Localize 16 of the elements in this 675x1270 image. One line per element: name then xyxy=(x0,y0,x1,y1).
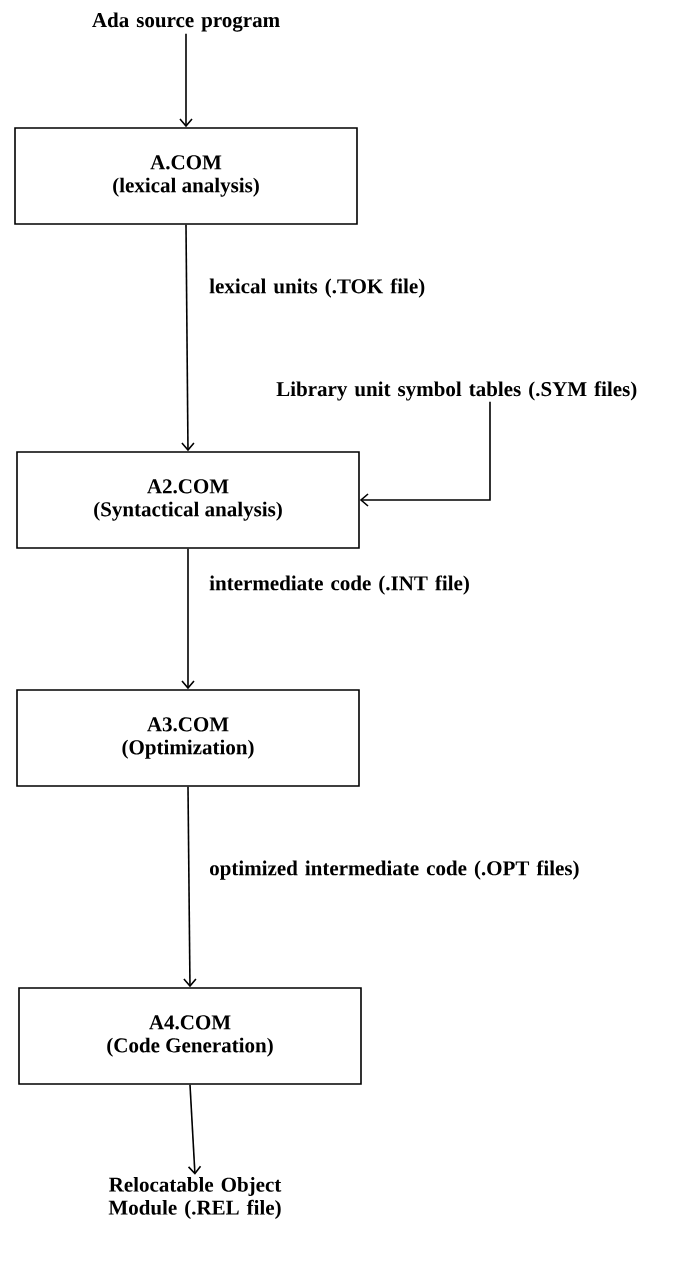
process-box: A2.COM (Syntactical analysis) xyxy=(16,451,360,549)
arrow xyxy=(183,786,197,988)
terminal-text: Ada source program xyxy=(92,12,280,32)
terminal-text: Relocatable Object Module (.REL file) xyxy=(108,1177,282,1219)
process-box: A.COM (lexical analysis) xyxy=(14,127,358,225)
arrow xyxy=(187,1084,202,1175)
arrow xyxy=(181,548,195,690)
edge-label: optimized intermediate code (.OPT files) xyxy=(210,860,579,880)
edge-label: intermediate code (.INT file) xyxy=(209,575,469,595)
arrow xyxy=(359,400,491,507)
arrow xyxy=(179,33,193,128)
process-box: A4.COM (Code Generation) xyxy=(18,987,362,1085)
input-text: Library unit symbol tables (.SYM files) xyxy=(276,381,637,401)
edge-label: lexical units (.TOK file) xyxy=(209,278,425,298)
process-box: A3.COM (Optimization) xyxy=(16,689,360,787)
arrow xyxy=(181,224,195,452)
